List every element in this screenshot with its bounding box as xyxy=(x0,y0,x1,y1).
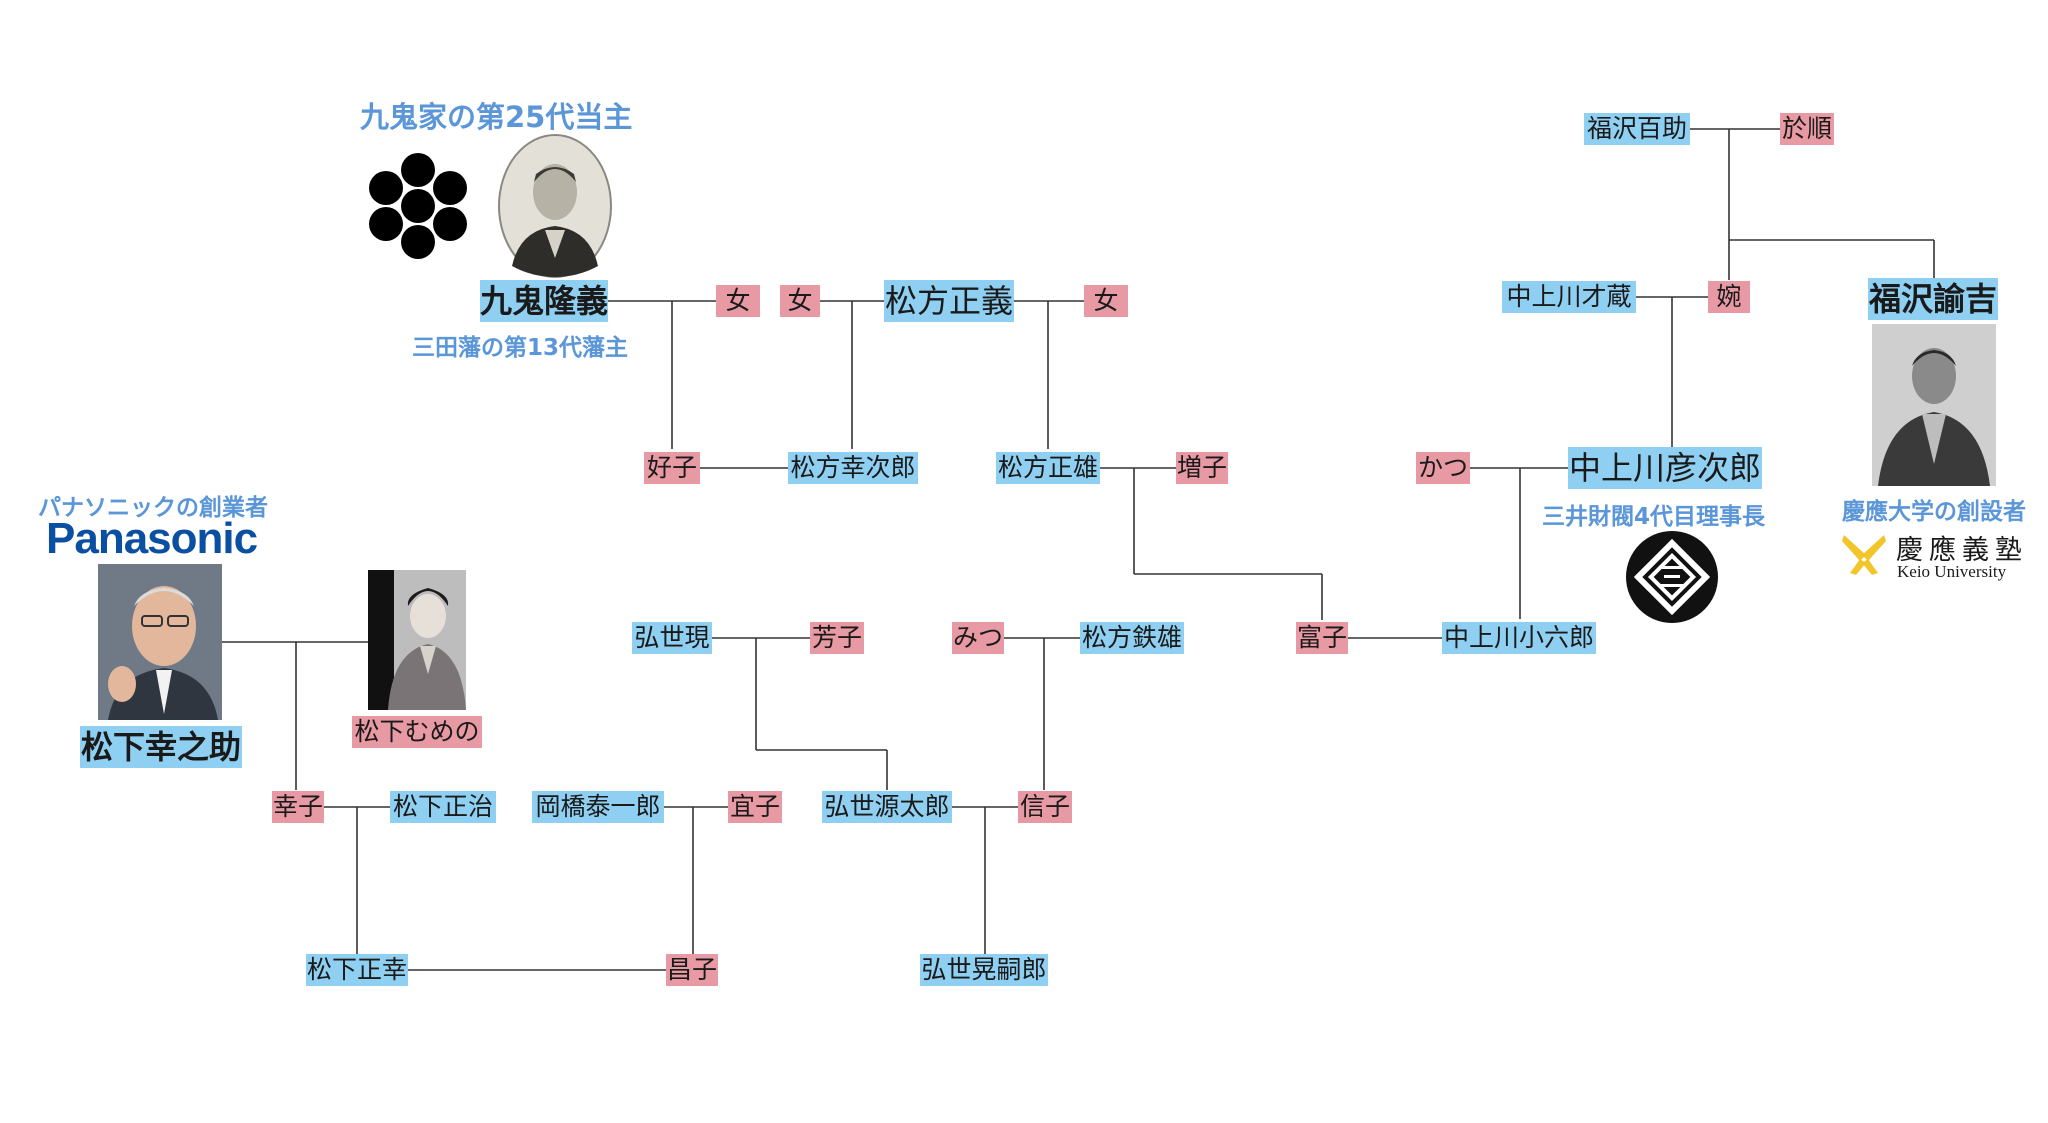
person-matsushita-masaharu: 松下正治 xyxy=(390,791,496,823)
person-matsushita-masayuki: 松下正幸 xyxy=(306,954,408,986)
person-matsushita-konosuke: 松下幸之助 xyxy=(80,726,242,768)
person-ojun: 於順 xyxy=(1780,113,1834,145)
person-masako: 昌子 xyxy=(666,954,718,986)
person-matsukata-kojiro: 松方幸次郎 xyxy=(788,452,918,484)
person-matsukata-masao: 松方正雄 xyxy=(996,452,1100,484)
person-fukuzawa-hyakusuke: 福沢百助 xyxy=(1584,113,1690,145)
person-nakamigawa-korokuro: 中上川小六郎 xyxy=(1442,622,1596,654)
person-nakamigawa-hikojiro: 中上川彦次郎 xyxy=(1568,447,1762,489)
person-noriko: 宜子 xyxy=(728,791,782,823)
person-kuki-takayoshi: 九鬼隆義 xyxy=(480,280,609,322)
person-hirose-gen: 弘世現 xyxy=(632,622,712,654)
person-yoshiko: 好子 xyxy=(644,452,700,484)
mitsui-director-caption: 三井財閥4代目理事長 xyxy=(1542,504,1766,530)
person-onna-2: 女 xyxy=(780,285,820,317)
keio-pen-icon xyxy=(1842,535,1886,575)
person-yoshiko-2: 芳子 xyxy=(810,622,864,654)
person-hirose-kojiro: 弘世晃嗣郎 xyxy=(920,954,1048,986)
kuki-head-caption: 九鬼家の第25代当主 xyxy=(360,100,633,134)
panasonic-founder-caption: パナソニックの創業者 xyxy=(38,495,268,521)
person-sachiko: 幸子 xyxy=(272,791,324,823)
person-onna-3: 女 xyxy=(1084,285,1128,317)
person-hirose-gentaro: 弘世源太郎 xyxy=(822,791,952,823)
keio-logo-jp: 慶應義塾 xyxy=(1896,535,2028,566)
person-matsukata-masayoshi: 松方正義 xyxy=(884,280,1014,322)
person-okahashi-taiichiro: 岡橋泰一郎 xyxy=(532,791,664,823)
person-onna-1: 女 xyxy=(716,285,760,317)
fukuzawa-portrait xyxy=(1872,324,1996,486)
person-en: 婉 xyxy=(1708,281,1750,313)
mitsui-crest-icon xyxy=(1626,531,1718,623)
keio-logo-en: Keio University xyxy=(1897,562,2007,581)
person-fukuzawa-yukichi: 福沢諭吉 xyxy=(1868,278,1998,320)
person-nakamigawa-saizo: 中上川才蔵 xyxy=(1502,281,1636,313)
konosuke-portrait xyxy=(98,564,222,720)
person-mitsu: みつ xyxy=(952,622,1004,654)
person-matsukata-tetsuo: 松方鉄雄 xyxy=(1080,622,1184,654)
person-masuko: 増子 xyxy=(1176,452,1228,484)
panasonic-logo: Panasonic xyxy=(46,514,258,563)
kuki-crest-icon xyxy=(369,153,467,259)
person-nobuko: 信子 xyxy=(1018,791,1072,823)
person-tomiko: 富子 xyxy=(1296,622,1348,654)
keio-founder-caption: 慶應大学の創設者 xyxy=(1842,499,2026,525)
kuki-portrait xyxy=(498,134,612,278)
person-katsu: かつ xyxy=(1416,452,1470,484)
kuki-lord-caption: 三田藩の第13代藩主 xyxy=(412,335,629,361)
person-matsushita-mumeno: 松下むめの xyxy=(352,716,482,748)
mumeno-portrait xyxy=(368,570,466,710)
